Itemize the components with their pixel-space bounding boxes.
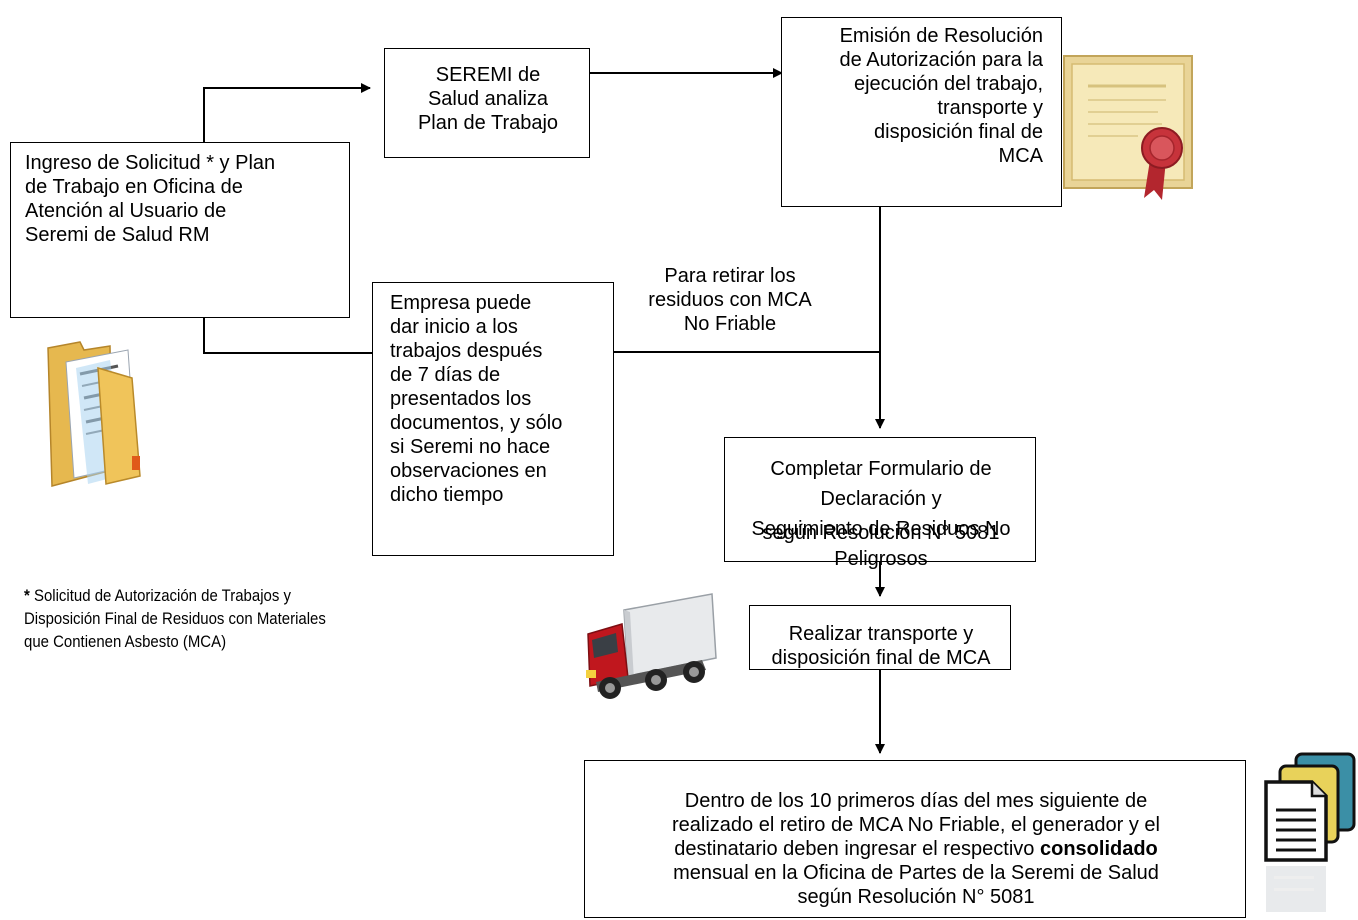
truck-icon (586, 593, 717, 699)
empresa-box: Empresa puede dar inicio a los trabajos … (372, 282, 614, 556)
dentro-text-bold: consolidado (1039, 838, 1158, 860)
realizar-box: Realizar transporte y disposición final … (749, 605, 1011, 670)
folder-icon (47, 341, 141, 487)
edge-label-box: Para retirar los residuos con MCA No Fri… (630, 262, 830, 340)
dentro-box: Dentro de los 10 primeros días del mes s… (584, 760, 1246, 918)
dentro-text: Dentro de los 10 primeros días del mes s… (585, 765, 1247, 909)
edge-label: Para retirar los residuos con MCA No Fri… (648, 265, 812, 335)
dentro-text-1: Dentro de los 10 primeros días del mes s… (671, 790, 1161, 860)
footnote-star: * (24, 586, 30, 605)
arrow-ingreso-to-seremi (203, 83, 371, 142)
seremi-box: SEREMI de Salud analiza Plan de Trabajo (384, 48, 590, 158)
certificate-icon (1063, 55, 1193, 200)
ingreso-box: Ingreso de Solicitud * y Plan de Trabajo… (10, 142, 350, 318)
documents-icon (1264, 752, 1356, 912)
realizar-text: Realizar transporte y disposición final … (771, 623, 991, 669)
seremi-text: SEREMI de Salud analiza Plan de Trabajo (417, 64, 559, 134)
dentro-text-2: mensual en la Oficina de Partes de la Se… (673, 862, 1159, 908)
ingreso-text: Ingreso de Solicitud * y Plan de Trabajo… (25, 152, 276, 246)
completar-box: Completar Formulario de Declaración y Se… (724, 437, 1036, 570)
completar-text-2: según Resolución N° 5081 (762, 522, 1000, 544)
footnote-text: Solicitud de Autorización de Trabajos y … (24, 586, 326, 651)
emision-box: Emisión de Resolución de Autorización pa… (781, 17, 1062, 207)
footnote: * Solicitud de Autorización de Trabajos … (24, 584, 427, 653)
emision-text: Emisión de Resolución de Autorización pa… (839, 25, 1043, 167)
completar-text-1: Completar Formulario de Declaración y Se… (751, 458, 1011, 570)
arrow-ingreso-to-empresa (203, 318, 384, 358)
empresa-text: Empresa puede dar inicio a los trabajos … (390, 292, 563, 506)
